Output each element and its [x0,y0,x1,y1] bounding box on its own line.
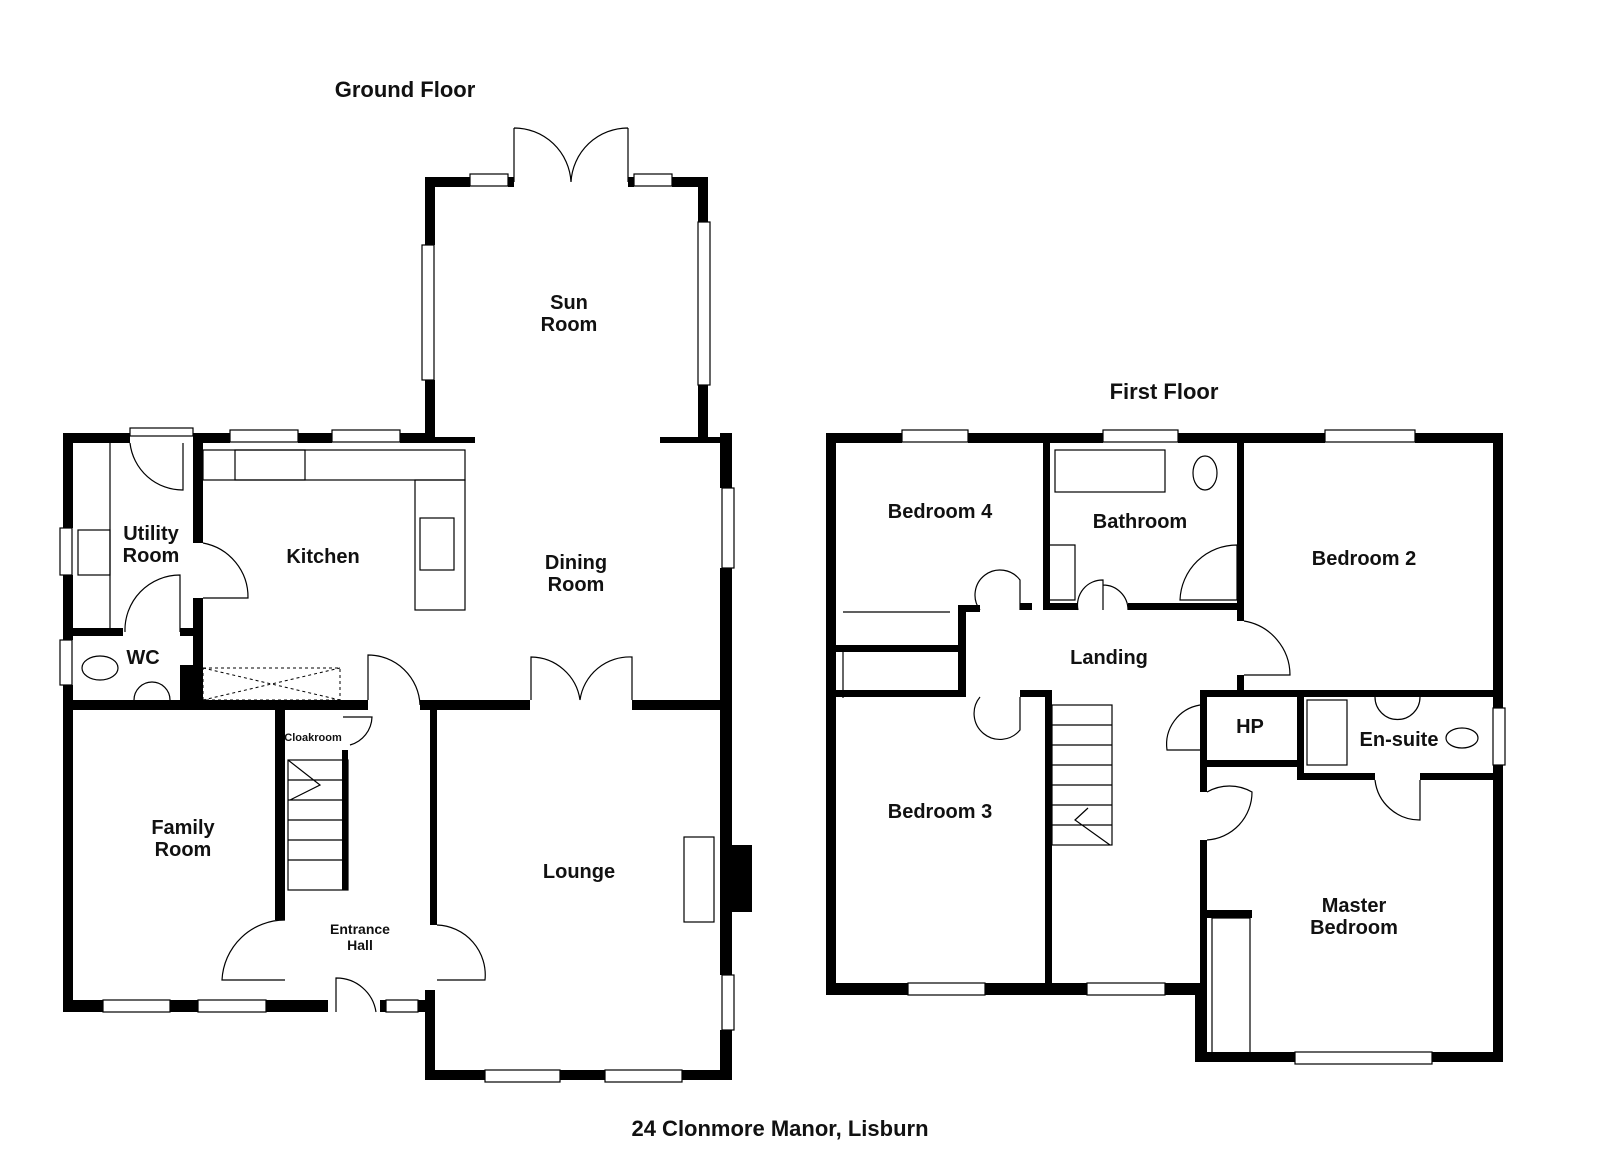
property-address: 24 Clonmore Manor, Lisburn [631,1116,928,1141]
bedroom-2-label: Bedroom 2 [1312,548,1416,570]
hp-label: HP [1236,716,1264,738]
landing-label: Landing [1070,647,1148,669]
wc-label: WC [126,647,159,669]
bedroom-3-label: Bedroom 3 [888,801,992,823]
first-floor-windows [901,429,1506,1065]
lounge-label: Lounge [543,861,615,883]
first-floor-walls [826,433,1503,1062]
bathroom-label: Bathroom [1093,511,1187,533]
first-floor-room-labels: Bedroom 4 Bathroom Bedroom 2 Landing HP … [888,501,1439,939]
ground-staircase-icon [287,759,349,891]
bedroom-4-label: Bedroom 4 [888,501,993,523]
ground-floor: Ground Floor [59,77,752,1083]
ground-floor-doors-fixtures [77,127,633,1013]
first-floor-doors-fixtures [842,449,1479,1054]
cloakroom-label: Cloakroom [284,732,342,744]
ground-floor-walls [63,177,752,1080]
ground-floor-windows [59,173,735,1083]
first-floor-title: First Floor [1110,379,1219,404]
first-floor: First Floor [826,379,1506,1065]
ground-floor-title: Ground Floor [335,77,476,102]
kitchen-label: Kitchen [286,546,359,568]
first-staircase-icon [1051,704,1113,846]
en-suite-label: En-suite [1360,729,1439,751]
